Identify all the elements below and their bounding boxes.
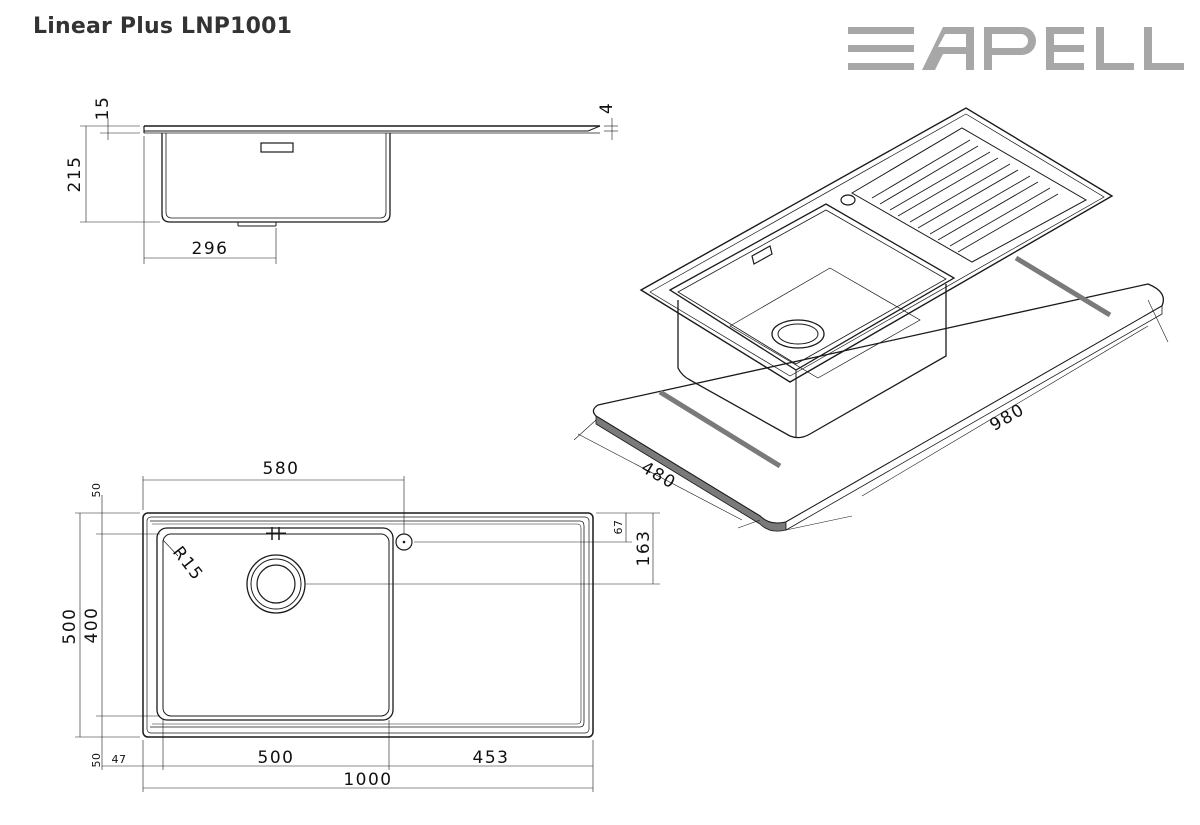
top-view: [75, 476, 660, 792]
dim-rim-height: 15: [93, 96, 113, 121]
dim-bowl-width: 296: [192, 239, 229, 259]
dim-overall-depth: 500: [60, 608, 80, 645]
dim-edge-bottom: 50: [90, 753, 103, 768]
page-title: Linear Plus LNP1001: [33, 14, 293, 39]
apell-logo: [848, 27, 1184, 70]
dim-drainer-length: 453: [473, 748, 510, 768]
dim-bowl-length: 580: [263, 459, 300, 479]
dim-drainer-thickness: 4: [597, 102, 617, 114]
side-view: [80, 118, 618, 264]
dim-bowl-inner: 500: [258, 748, 295, 768]
dim-overall-length: 1000: [343, 770, 392, 790]
dim-corner-radius: R15: [168, 543, 207, 585]
iso-view: [573, 107, 1169, 532]
dim-depth: 215: [65, 156, 85, 193]
dim-left-edge: 47: [112, 753, 127, 766]
dim-tap-hole-offset: 67: [612, 520, 625, 535]
dim-bowl-depth: 400: [82, 607, 102, 644]
dim-tap-hole-to-drain: 163: [634, 530, 654, 567]
dim-edge-top: 50: [90, 483, 103, 498]
